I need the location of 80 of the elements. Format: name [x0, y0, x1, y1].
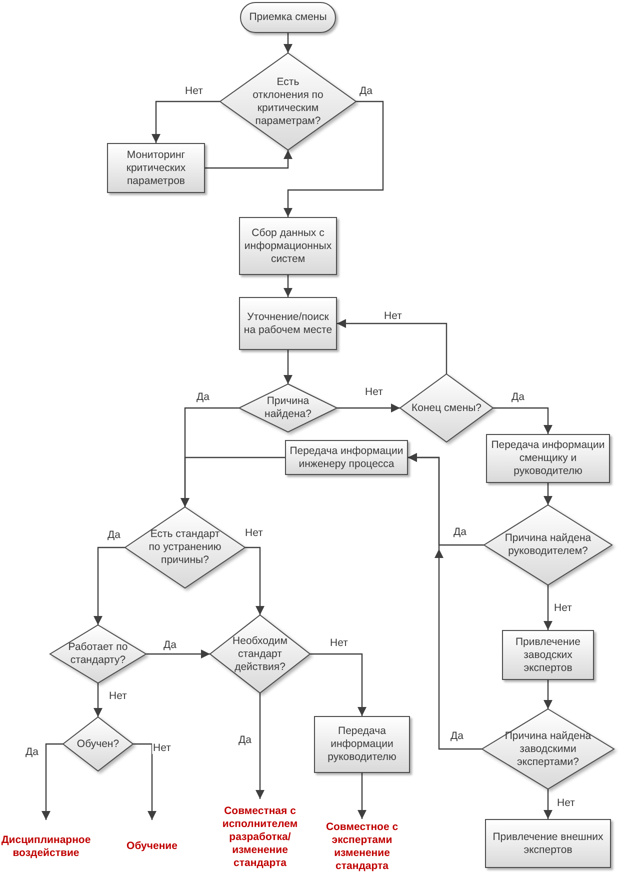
arrow	[544, 483, 552, 505]
edge-label: Да	[196, 391, 210, 403]
arrow	[94, 546, 125, 625]
step-label: Привлечение внешних экспертов	[492, 830, 604, 856]
decision-diamond	[125, 507, 245, 588]
step-label: Передача информации руководителю	[326, 725, 398, 764]
arrow	[310, 653, 366, 716]
edge-label: Да	[358, 85, 374, 97]
step-label: Привлечение заводских экспертов	[514, 636, 582, 674]
outcome-label: Совместная с исполнителем разработка/ изменение стандарта	[221, 804, 299, 870]
arrow	[337, 319, 448, 374]
arrow	[337, 404, 400, 412]
question-label: Работает по стандарту?	[67, 641, 129, 667]
edge-label: Нет	[108, 690, 128, 702]
process-box	[107, 143, 205, 193]
decision-diamond	[484, 505, 612, 585]
step-label: Передача информации инженеру процесса	[288, 444, 404, 470]
step-label: Сбор данных с информационных систем	[243, 226, 333, 266]
edge-label: Нет	[383, 310, 403, 322]
arrow	[94, 683, 102, 717]
process-box	[502, 630, 594, 680]
edge-label: Да	[24, 746, 40, 758]
decision-diamond	[210, 615, 310, 693]
question-label: Обучен?	[76, 738, 120, 750]
edge-label: Нет	[244, 527, 264, 539]
arrow	[408, 453, 482, 750]
edge-label: Да	[162, 639, 178, 651]
outcome-label: Дисциплинарное воздействие	[1, 834, 91, 860]
arrow	[256, 693, 264, 799]
start-terminator	[240, 2, 336, 33]
arrow	[493, 407, 552, 434]
question-label: Есть стандарт по устранению причины?	[148, 528, 222, 567]
decision-diamond	[50, 625, 146, 683]
outcome-label: Обучение	[126, 840, 178, 853]
arrow	[544, 789, 552, 819]
arrow	[205, 150, 292, 169]
arrow	[544, 680, 552, 709]
question-label: Есть отклонения по критическим параметрам?	[252, 76, 324, 128]
question-label: Причина найдена руководителем?	[504, 532, 592, 558]
decision-diamond	[220, 53, 356, 150]
edge-label: Да	[452, 526, 468, 538]
arrow	[245, 546, 264, 615]
process-box	[485, 819, 611, 868]
arrow	[284, 100, 384, 217]
arrow	[358, 773, 366, 819]
arrow	[152, 100, 220, 143]
arrow	[284, 350, 292, 384]
terminator-label: Приемка смены	[249, 11, 327, 24]
step-label: Мониторинг критических параметров	[125, 148, 187, 188]
edge-label: Нет	[152, 742, 172, 754]
arrow	[42, 743, 63, 820]
process-box	[314, 716, 410, 773]
outcome-label: Совместное с экспертами изменение стандарта	[324, 821, 400, 873]
edge-label: Нет	[556, 797, 576, 809]
edge-label: Нет	[553, 602, 573, 614]
decision-diamond	[400, 374, 493, 442]
question-label: Причина найдена заводскими экспертами?	[504, 730, 592, 768]
step-label: Уточнение/поиск на рабочем месте	[242, 310, 334, 336]
edge-label: Нет	[184, 85, 204, 97]
arrow	[180, 456, 285, 507]
arrow	[284, 33, 292, 53]
arrow	[146, 650, 210, 658]
arrow	[284, 275, 292, 297]
decision-diamond	[63, 717, 133, 771]
arrow	[544, 585, 552, 630]
decision-diamond	[482, 709, 614, 789]
edge-label: Да	[238, 734, 252, 746]
edge-label: Да	[106, 529, 122, 541]
question-label: Конец смены?	[411, 402, 482, 414]
process-box	[239, 297, 337, 350]
edge-label: Да	[510, 391, 526, 403]
edge-label: Нет	[329, 637, 349, 649]
decision-diamond	[239, 384, 337, 432]
step-label: Передача информации сменщику и руководителю	[491, 439, 605, 478]
process-box	[239, 217, 337, 275]
edge-label: Да	[450, 730, 464, 742]
question-label: Причина найдена?	[264, 395, 312, 421]
question-label: Необходим стандарт действия?	[232, 634, 288, 674]
arrow	[133, 743, 156, 820]
edge-label: Нет	[364, 386, 384, 398]
